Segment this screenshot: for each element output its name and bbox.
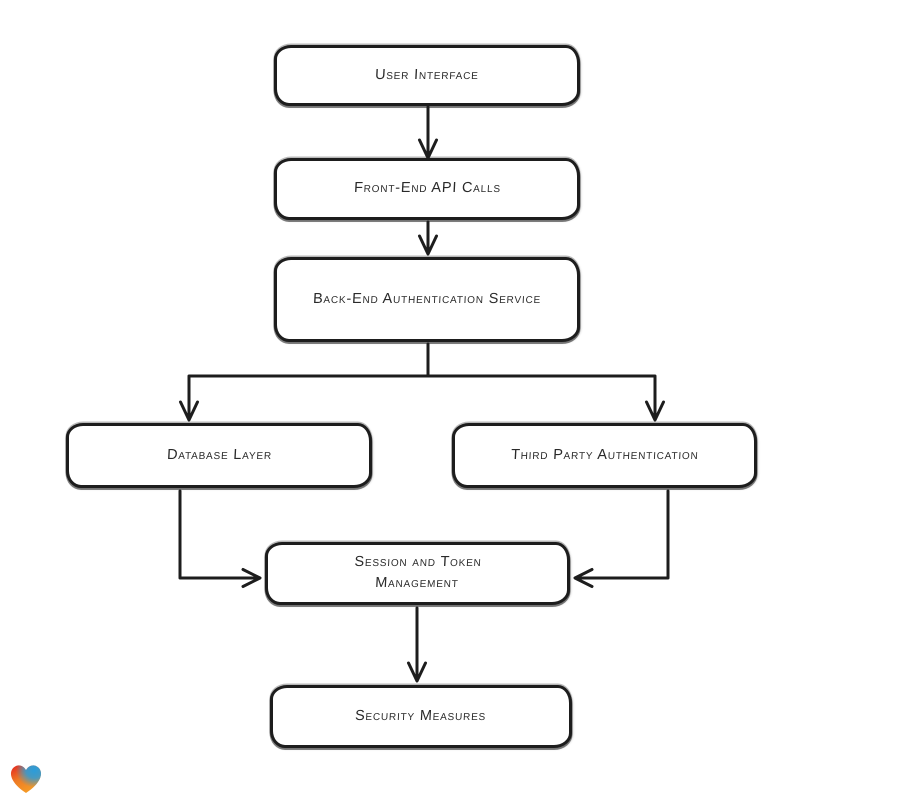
node-label-user-interface: User Interface bbox=[374, 66, 480, 83]
node-security-measures[interactable]: Security Measures bbox=[270, 685, 572, 748]
edge-branch-arrowhead-left bbox=[179, 400, 199, 422]
edge-backend-branch bbox=[187, 342, 657, 421]
node-label-security-measures: Security Measures bbox=[355, 707, 487, 724]
node-label-third-party-authentication: Third Party Authentication bbox=[510, 446, 699, 463]
node-user-interface[interactable]: User Interface bbox=[274, 45, 580, 106]
heart-logo-icon bbox=[10, 765, 42, 793]
node-back-end-authentication-service[interactable]: Back-End Authentication Service bbox=[274, 257, 580, 342]
node-database-layer[interactable]: Database Layer bbox=[66, 423, 372, 488]
edge-frontend-to-backend bbox=[418, 220, 438, 256]
node-third-party-authentication[interactable]: Third Party Authentication bbox=[452, 423, 757, 488]
node-label-back-end-authentication-service: Back-End Authentication Service bbox=[312, 290, 542, 307]
edge-database-to-session bbox=[178, 489, 262, 588]
edge-branch-arrowhead-right bbox=[645, 400, 665, 422]
edge-ui-to-frontend bbox=[418, 105, 438, 160]
node-front-end-api-calls[interactable]: Front-End API Calls bbox=[274, 158, 580, 220]
node-label-database-layer: Database Layer bbox=[166, 446, 272, 463]
node-label-front-end-api-calls: Front-End API Calls bbox=[353, 180, 501, 197]
node-label-session-and-token-management: Session and Token Management bbox=[354, 554, 483, 592]
edge-thirdparty-to-session bbox=[573, 489, 670, 588]
edge-session-to-security bbox=[407, 606, 427, 683]
node-session-and-token-management[interactable]: Session and Token Management bbox=[265, 542, 570, 605]
